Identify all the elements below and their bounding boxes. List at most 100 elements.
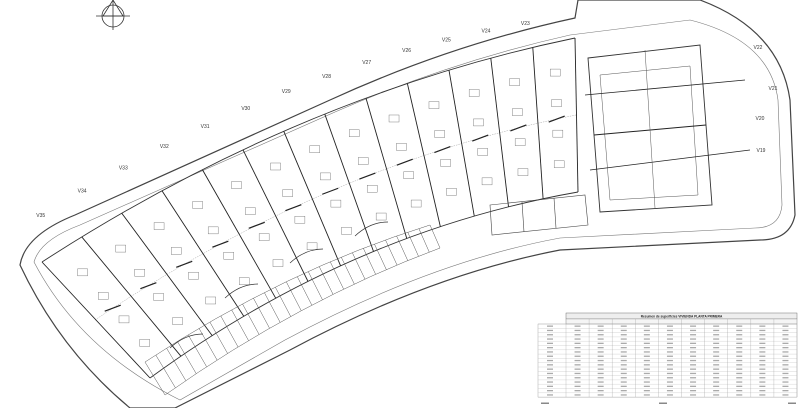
unit-v23 — [548, 68, 565, 168]
table-cell-mark — [666, 355, 673, 357]
table-cell-mark — [690, 364, 697, 366]
table-cell-mark — [547, 377, 553, 379]
stall-line — [264, 292, 281, 323]
unit-label: V32 — [160, 144, 169, 150]
unit-label: V22 — [754, 45, 763, 51]
table-cell-mark — [713, 329, 720, 332]
table-cell-mark — [690, 368, 697, 370]
table-cell-mark — [574, 377, 581, 379]
table-cell-mark — [759, 342, 766, 344]
table-cell-mark — [713, 381, 720, 383]
unit-divider — [121, 212, 213, 336]
unit-divider — [532, 47, 544, 199]
room — [309, 145, 320, 153]
unit-divider — [574, 37, 579, 193]
table-cell-mark — [620, 390, 627, 392]
stall-line — [220, 315, 239, 348]
unit-label: V20 — [756, 116, 765, 122]
unit-v33 — [153, 222, 216, 305]
unit-divider — [41, 261, 151, 379]
table-cell-mark — [690, 385, 697, 387]
table-cell-mark — [574, 355, 581, 357]
room — [172, 317, 183, 325]
table-cell-mark — [643, 329, 650, 332]
table-cell-mark — [574, 351, 581, 353]
table-cell-mark — [713, 364, 720, 366]
table-cell-mark — [713, 334, 720, 336]
unit-divider — [201, 169, 277, 299]
stair — [212, 240, 229, 248]
table-cell-mark — [713, 351, 720, 353]
table-cell-mark — [666, 334, 673, 336]
room — [514, 138, 526, 146]
stall-line — [198, 328, 218, 361]
stair — [434, 145, 451, 154]
table-cell-mark — [643, 351, 650, 353]
table-cell-mark — [574, 381, 581, 383]
stair — [285, 204, 302, 212]
table-cell-mark — [666, 325, 673, 327]
room — [481, 177, 493, 186]
stall-line — [407, 232, 419, 257]
table-cell-mark — [736, 338, 743, 340]
ramp — [169, 333, 204, 349]
room — [403, 171, 414, 179]
table-cell-mark — [643, 377, 650, 379]
table-cell-mark — [547, 334, 553, 336]
table-cell-mark — [574, 364, 581, 366]
stair — [548, 115, 565, 123]
table-cell-mark — [690, 381, 697, 383]
stall-edge — [144, 224, 431, 363]
table-cell-mark — [547, 325, 553, 327]
surface-summary-table: Resumen de superficies VIVIENDA PLANTA P… — [537, 312, 798, 404]
facade-top — [41, 37, 576, 263]
table-cell-mark — [643, 364, 650, 366]
table-cell-mark — [666, 347, 673, 349]
table-total-mark — [541, 402, 549, 404]
table-cell-mark — [736, 372, 743, 375]
table-cell-mark — [574, 394, 581, 396]
table-cell-mark — [547, 394, 553, 396]
table-cell-mark — [547, 364, 553, 366]
table-cell-mark — [574, 329, 581, 332]
unit-label: V34 — [78, 189, 87, 195]
table-cell-mark — [782, 381, 789, 383]
table-cell-mark — [782, 338, 789, 340]
table-cell-mark — [666, 329, 673, 332]
table-cell-mark — [620, 381, 627, 383]
unit-v28 — [349, 129, 387, 221]
unit-divider — [448, 70, 475, 217]
stall-line — [275, 286, 291, 317]
unit-divider — [81, 236, 182, 357]
table-cell-mark — [690, 347, 697, 349]
table-cell-mark — [547, 347, 553, 349]
stall-line — [352, 252, 366, 280]
room — [115, 244, 126, 253]
table-cell-mark — [666, 351, 673, 353]
stall-line — [296, 276, 313, 306]
table-cell-mark — [782, 334, 789, 336]
table-cell-mark — [620, 359, 627, 362]
table-cell-mark — [597, 338, 604, 340]
room — [223, 252, 234, 260]
table-cell-mark — [574, 372, 581, 375]
table-cell-mark — [713, 359, 720, 362]
room — [552, 129, 564, 138]
unit-v35 — [77, 268, 150, 347]
stall-line — [242, 303, 260, 335]
unit-label: V19 — [757, 148, 766, 154]
stall-line — [177, 341, 197, 374]
stall-line — [155, 354, 176, 388]
table-title: Resumen de superficies VIVIENDA PLANTA P… — [641, 314, 723, 318]
table-cell-mark — [759, 394, 766, 396]
table-cell-mark — [643, 342, 650, 344]
stair — [104, 304, 121, 312]
room — [306, 242, 318, 251]
room — [231, 181, 242, 189]
table-cell-mark — [597, 394, 604, 396]
table-cell-mark — [597, 390, 604, 392]
table-cell-mark — [597, 364, 604, 366]
table-cell-mark — [620, 347, 627, 349]
stair — [176, 260, 193, 268]
table-cell-mark — [690, 351, 697, 353]
